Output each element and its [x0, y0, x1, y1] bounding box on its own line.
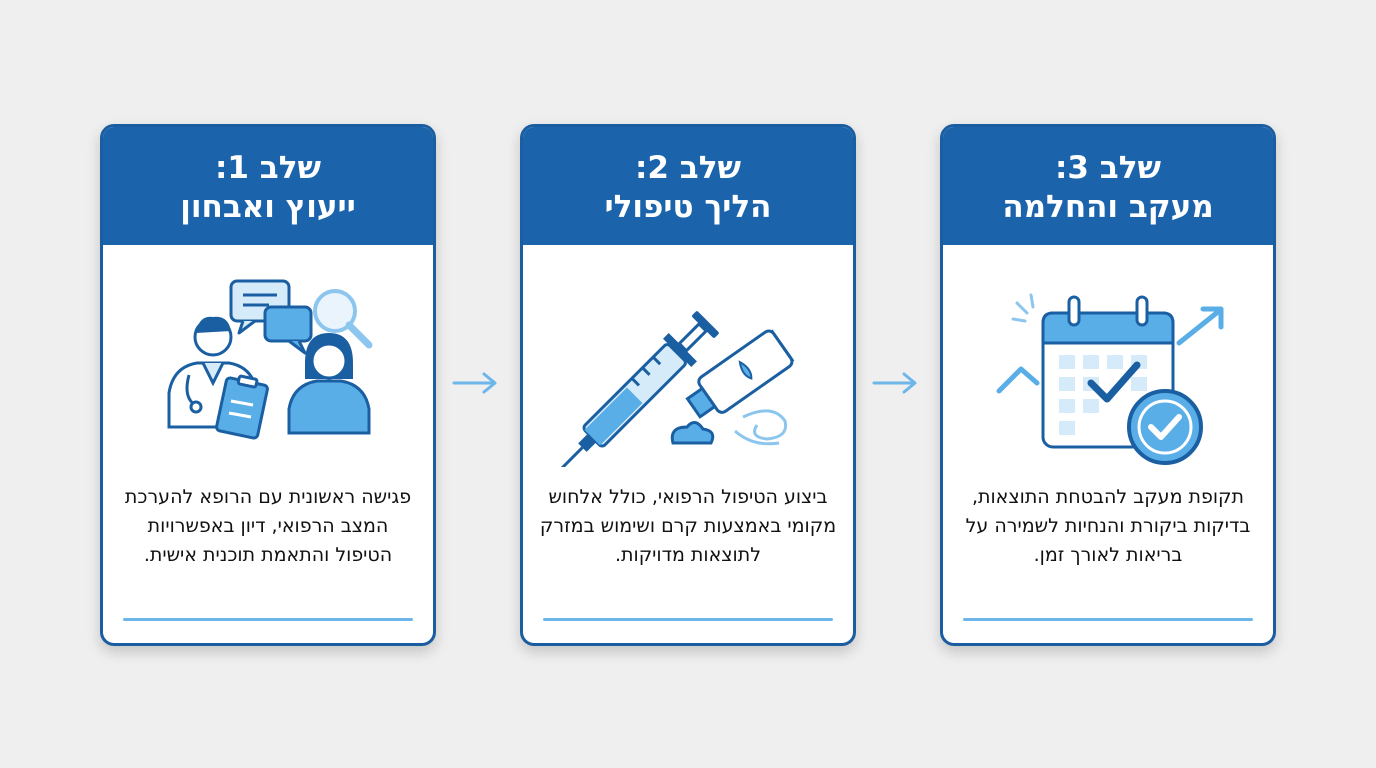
- step-card-1: שלב 1: ייעוץ ואבחון פגישה ראשונית עם הרו…: [100, 124, 436, 646]
- arrow-right-icon: [452, 372, 497, 394]
- step-number-1: שלב 1:: [215, 150, 321, 186]
- arrow-right-icon: [872, 372, 917, 394]
- step-card-3: שלב 3: מעקב והחלמה: [940, 124, 1276, 646]
- step-card-2: שלב 2: הליך טיפולי ביצוע הטיפול: [520, 124, 856, 646]
- step-number-3: שלב 3:: [1055, 150, 1161, 186]
- calendar-check-icon: [996, 293, 1224, 465]
- step-description-2: ביצוע הטיפול הרפואי, כולל אלחוש מקומי בא…: [539, 486, 837, 566]
- card-divider-line: [123, 618, 413, 621]
- doctor-patient-consultation-icon: [167, 279, 373, 440]
- card-divider-line: [543, 618, 833, 621]
- syringe-cream-icon: [548, 311, 795, 467]
- step-header-3: שלב 3: מעקב והחלמה: [943, 127, 1273, 245]
- step-title-2: הליך טיפולי: [604, 189, 772, 225]
- step-description-1: פגישה ראשונית עם הרופא להערכת המצב הרפוא…: [124, 486, 412, 566]
- step-header-2: שלב 2: הליך טיפולי: [523, 127, 853, 245]
- step-description-3: תקופת מעקב להבטחת התוצאות, בדיקות ביקורת…: [965, 486, 1251, 566]
- card-divider-line: [963, 618, 1253, 621]
- step-number-2: שלב 2:: [635, 150, 741, 186]
- step-title-1: ייעוץ ואבחון: [180, 189, 356, 225]
- step-header-1: שלב 1: ייעוץ ואבחון: [103, 127, 433, 245]
- step-title-3: מעקב והחלמה: [1002, 189, 1214, 225]
